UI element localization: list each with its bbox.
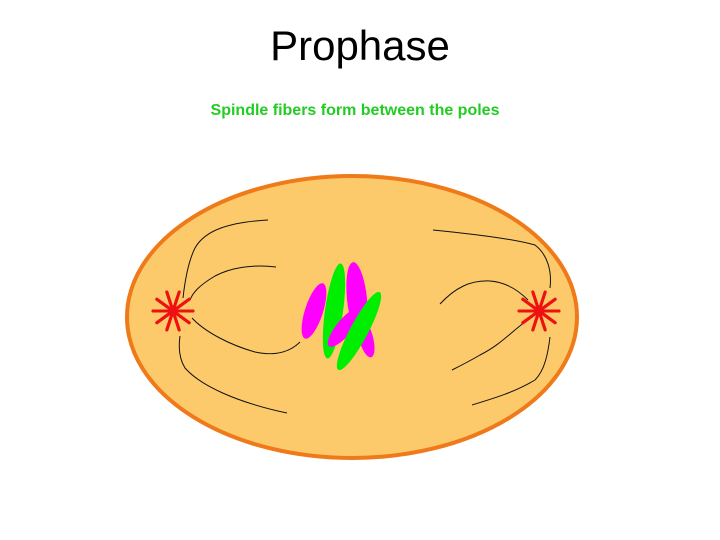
centrosome-ray bbox=[521, 297, 557, 325]
slide-title: Prophase bbox=[270, 22, 450, 69]
spindle-fiber bbox=[182, 219, 269, 299]
spindle-fiber bbox=[451, 321, 526, 371]
chromosome bbox=[327, 307, 363, 347]
chromosomes bbox=[301, 262, 382, 371]
left-centrosome bbox=[151, 290, 195, 332]
spindle-fiber bbox=[432, 229, 551, 289]
right-centrosome bbox=[517, 290, 561, 332]
centrosome-ray bbox=[155, 297, 191, 325]
spindle-fiber bbox=[189, 265, 277, 301]
chromosome bbox=[322, 263, 346, 359]
spindle-fiber bbox=[178, 335, 288, 414]
spindle-fibers bbox=[178, 219, 551, 414]
spindle-fiber bbox=[439, 280, 529, 305]
slide-subtitle: Spindle fibers form between the poles bbox=[210, 102, 500, 119]
chromosome bbox=[301, 283, 327, 339]
chromosome bbox=[336, 291, 382, 371]
spindle-fiber bbox=[471, 336, 551, 406]
spindle-fiber bbox=[191, 317, 301, 355]
